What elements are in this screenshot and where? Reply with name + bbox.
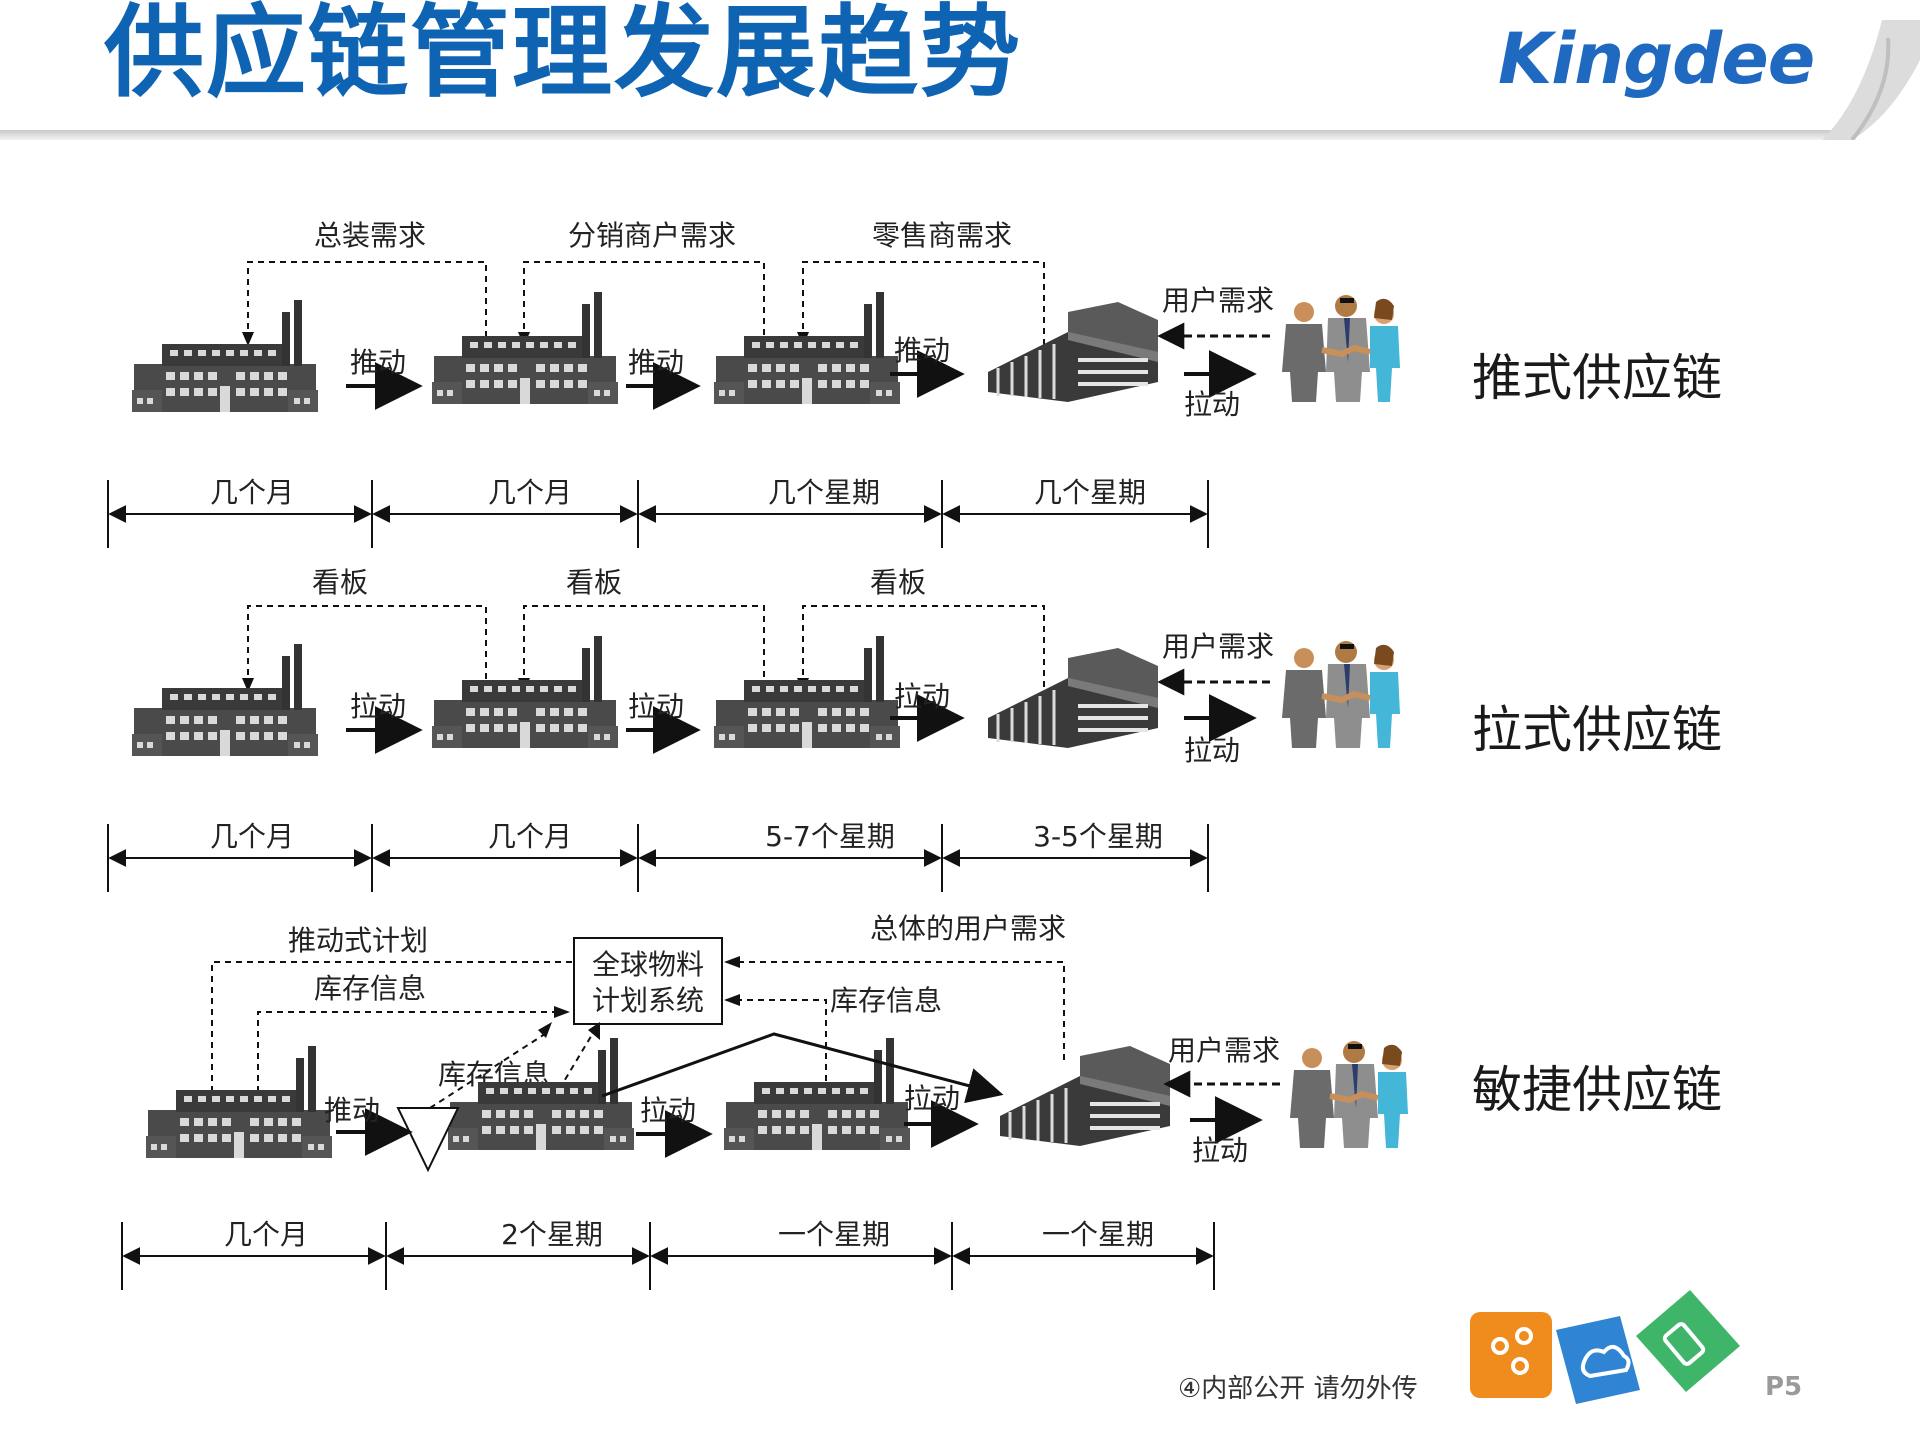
- page-curl-icon: [1822, 20, 1920, 140]
- pull-arrow-label-1: 拉动: [350, 690, 406, 723]
- factory-icon: [724, 1038, 910, 1150]
- factory-icon: [132, 300, 318, 412]
- handshake-people-icon: [1282, 641, 1400, 748]
- agile-time-2: 2个星期: [501, 1218, 603, 1251]
- agile-overall-demand: 总体的用户需求: [870, 912, 1066, 945]
- push-arrow-label-1: 推动: [350, 346, 406, 379]
- warehouse-icon: [986, 646, 1160, 750]
- pull-arrow-label-3: 拉动: [894, 680, 950, 713]
- mrp-system-box: [573, 937, 723, 1025]
- warehouse-icon: [986, 300, 1160, 404]
- factory-icon: [714, 636, 900, 748]
- push-time-4: 几个星期: [1034, 476, 1146, 509]
- factory-icon: [714, 292, 900, 404]
- agile-pull-label-1: 拉动: [640, 1094, 696, 1127]
- factory-icon: [132, 644, 318, 756]
- pull-pull-label: 拉动: [1184, 734, 1240, 767]
- push-time-2: 几个月: [488, 476, 572, 509]
- warehouse-icon: [998, 1044, 1172, 1148]
- kingdee-logo: Kingdee: [1498, 18, 1815, 100]
- pull-arrow-label-2: 拉动: [628, 690, 684, 723]
- factory-icon: [146, 1046, 332, 1158]
- push-demand-distributor: 分销商户需求: [568, 219, 736, 252]
- pull-user-demand: 用户需求: [1162, 630, 1274, 663]
- pull-timeline: 几个月 几个月 5-7个星期 3-5个星期: [107, 820, 1209, 893]
- pull-time-1: 几个月: [210, 820, 294, 853]
- pull-kanban-2: 看板: [566, 566, 622, 599]
- push-pull-label: 拉动: [1184, 388, 1240, 421]
- agile-pull-label-2: 拉动: [904, 1082, 960, 1115]
- push-time-3: 几个星期: [768, 476, 880, 509]
- slide-title: 供应链管理发展趋势: [104, 0, 1022, 111]
- app-tiles-icon: [1470, 1290, 1740, 1404]
- pull-kanban-1: 看板: [312, 566, 368, 599]
- agile-user-demand: 用户需求: [1168, 1034, 1280, 1067]
- agile-time-1: 几个月: [224, 1218, 308, 1251]
- agile-pull-label: 拉动: [1192, 1134, 1248, 1167]
- agile-chain-name: 敏捷供应链: [1472, 1061, 1722, 1119]
- push-time-1: 几个月: [210, 476, 294, 509]
- push-user-demand: 用户需求: [1162, 284, 1274, 317]
- push-chain-name: 推式供应链: [1472, 349, 1722, 407]
- header-divider: [0, 130, 1855, 140]
- agile-chain: 全球物料 计划系统 推动式计划 库存信息 总体的用户需求 库存信息 库存信息: [121, 912, 1408, 1291]
- pull-time-2: 几个月: [488, 820, 572, 853]
- pull-kanban-3: 看板: [870, 566, 926, 599]
- footer-confidential-note: ④内部公开 请勿外传: [1178, 1374, 1418, 1404]
- push-demand-assembly: 总装需求: [314, 219, 426, 252]
- push-arrow-label-3: 推动: [894, 334, 950, 367]
- factory-icon: [432, 292, 618, 404]
- agile-push-label: 推动: [324, 1094, 380, 1127]
- slide-header: 供应链管理发展趋势 Kingdee: [0, 0, 1920, 140]
- push-arrow-label-2: 推动: [628, 346, 684, 379]
- mrp-line-1: 全球物料: [592, 948, 704, 981]
- handshake-people-icon: [1282, 295, 1400, 402]
- pull-chain-name: 拉式供应链: [1472, 701, 1722, 759]
- push-demand-retailer: 零售商需求: [872, 219, 1012, 252]
- page-number: P5: [1765, 1372, 1803, 1402]
- agile-time-4: 一个星期: [1042, 1218, 1154, 1251]
- push-chain: 总装需求 分销商户需求 零售商需求 推动 推动 推动 用户需求 拉动: [107, 219, 1400, 549]
- mrp-line-2: 计划系统: [592, 984, 704, 1017]
- agile-timeline: 几个月 2个星期 一个星期 一个星期: [121, 1218, 1215, 1291]
- push-timeline: 几个月 几个月 几个星期 几个星期: [107, 476, 1209, 549]
- inventory-triangle-icon: [396, 1107, 460, 1173]
- agile-push-plan: 推动式计划: [288, 924, 428, 957]
- pull-time-4: 3-5个星期: [1033, 820, 1163, 853]
- pull-time-3: 5-7个星期: [765, 820, 895, 853]
- pull-chain: 看板 看板 看板 拉动 拉动 拉动 用户需求 拉动: [107, 566, 1400, 893]
- handshake-people-icon: [1290, 1041, 1408, 1148]
- agile-inventory-info-2: 库存信息: [830, 984, 942, 1017]
- agile-inventory-info: 库存信息: [314, 972, 426, 1005]
- agile-time-3: 一个星期: [778, 1218, 890, 1251]
